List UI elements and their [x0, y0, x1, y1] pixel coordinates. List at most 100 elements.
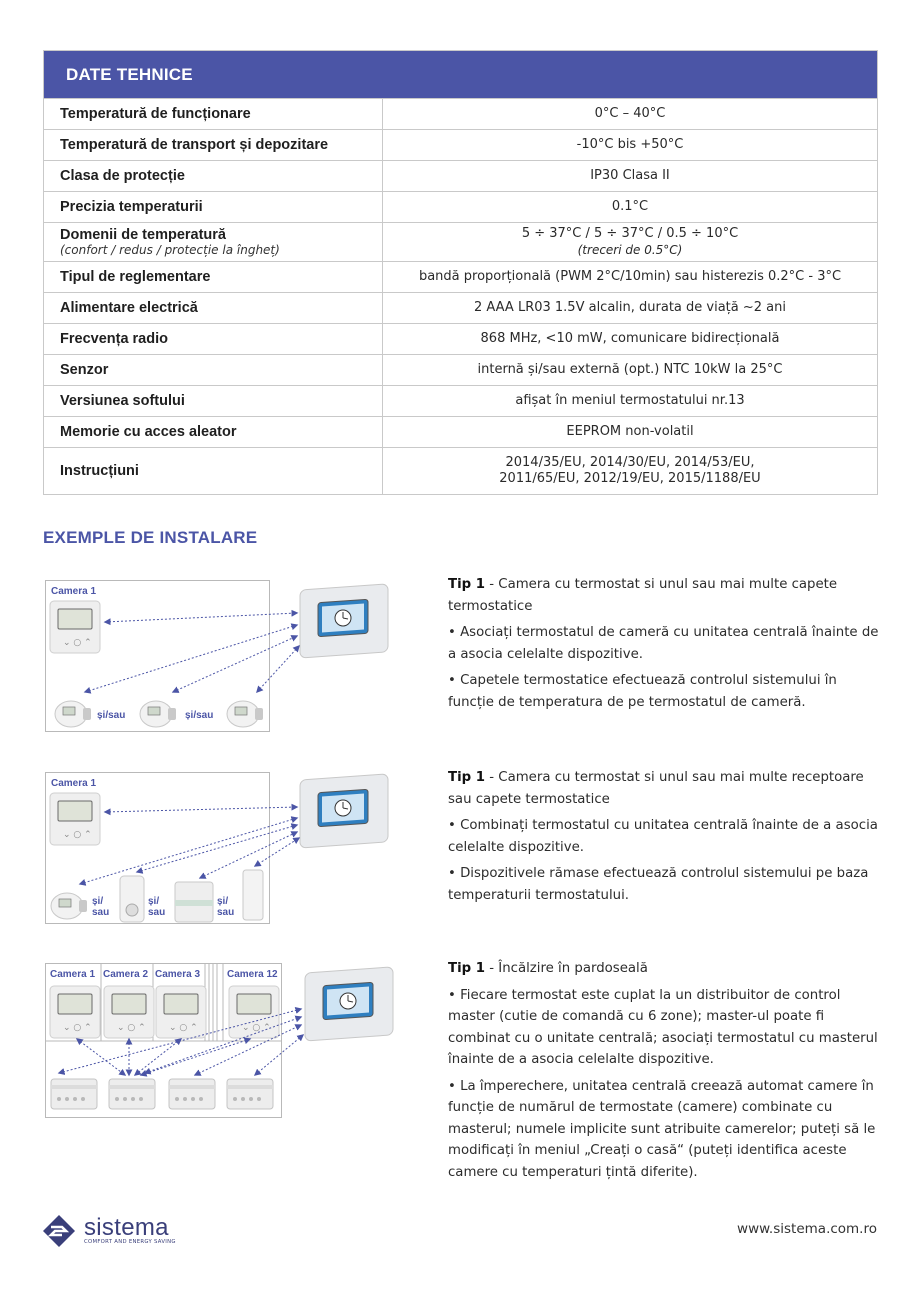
- diagram-drawing: [49, 583, 389, 728]
- installation-diagram-2: Camera 1 și/ sau și/ sau și/ s: [45, 772, 395, 927]
- room-thermostat-icon: [49, 600, 101, 654]
- and-or-label-top: și/: [217, 896, 229, 907]
- diagram-drawing: [45, 963, 394, 1110]
- room-label: Camera 12: [227, 969, 278, 980]
- row-key: Alimentare electrică: [44, 293, 383, 323]
- table-row: Precizia temperaturii 0.1°C: [44, 191, 877, 222]
- example-heading: Tip 1 - Camera cu termostat si unul sau …: [448, 574, 880, 617]
- row-value: IP30 Clasa II: [590, 168, 670, 183]
- table-row: Tipul de reglementare bandă proporțional…: [44, 261, 877, 292]
- row-key: Temperatură de transport și depozitare: [44, 130, 383, 160]
- heading-text: - Camera cu termostat si unul sau mai mu…: [448, 577, 838, 614]
- and-or-label: și/ sau: [92, 896, 109, 918]
- table-row: Senzor internă și/sau externă (opt.) NTC…: [44, 354, 877, 385]
- table-row: Clasa de protecție IP30 Clasa II: [44, 160, 877, 191]
- and-or-label: și/ sau: [217, 896, 234, 918]
- brand-mark-icon: [43, 1215, 75, 1247]
- example-description-2: Tip 1 - Camera cu termostat si unul sau …: [448, 767, 880, 911]
- manifold-icon: [226, 1078, 274, 1110]
- and-or-label-bottom: sau: [217, 907, 235, 918]
- and-or-label-bottom: sau: [148, 907, 166, 918]
- and-or-label: și/sau: [97, 710, 126, 721]
- plug-receiver-icon: [119, 875, 145, 923]
- brand-name: sistema: [84, 1214, 169, 1241]
- example-heading: Tip 1 - Încălzire în pardoseală: [448, 958, 880, 980]
- website-link[interactable]: www.sistema.com.ro: [737, 1221, 877, 1237]
- brand-logo: sistema COMFORT AND ENERGY SAVING: [42, 1214, 176, 1248]
- wall-receiver-icon: [242, 869, 264, 921]
- technical-data-table: DATE TEHNICE Temperatură de funcționare …: [43, 50, 878, 495]
- thermostatic-head-icon: [50, 892, 88, 920]
- room-label: Camera 2: [103, 969, 149, 980]
- central-unit-icon: [299, 773, 389, 849]
- row-value-note: (treceri de 0.5°C): [577, 243, 683, 257]
- room-label: Camera 3: [155, 969, 201, 980]
- row-value: afișat în meniul termostatului nr.13: [515, 393, 745, 408]
- room-label: Camera 1: [51, 586, 97, 597]
- room-thermostat-icon: [103, 985, 155, 1039]
- table-row: Frecvența radio 868 MHz, <10 mW, comunic…: [44, 323, 877, 354]
- installation-diagram-3: Camera 1 Camera 2 Camera 3 Camera 12: [45, 963, 395, 1121]
- example-description-1: Tip 1 - Camera cu termostat si unul sau …: [448, 574, 880, 718]
- row-value: 2014/35/EU, 2014/30/EU, 2014/53/EU,: [505, 455, 755, 470]
- row-value: EEPROM non-volatil: [566, 424, 694, 439]
- table-title: DATE TEHNICE: [44, 51, 877, 98]
- type-label: Tip 1: [448, 770, 486, 785]
- thermostatic-head-icon: [54, 700, 92, 728]
- row-value-cell: 5 ÷ 37°C / 5 ÷ 37°C / 0.5 ÷ 10°C (trecer…: [383, 223, 877, 261]
- row-value: 2 AAA LR03 1.5V alcalin, durata de viață…: [474, 300, 786, 315]
- room-label: Camera 1: [51, 778, 97, 789]
- type-label: Tip 1: [448, 577, 486, 592]
- table-row: Memorie cu acces aleator EEPROM non-vola…: [44, 416, 877, 447]
- room-label: Camera 1: [50, 969, 96, 980]
- and-or-label: și/sau: [185, 710, 214, 721]
- row-value-line2: 2011/65/EU, 2012/19/EU, 2015/1188/EU: [499, 471, 761, 486]
- and-or-label-top: și/: [92, 896, 104, 907]
- row-key: Memorie cu acces aleator: [44, 417, 383, 447]
- room-thermostat-icon: [49, 792, 101, 846]
- table-row: Versiunea softului afișat în meniul term…: [44, 385, 877, 416]
- manifold-icon: [168, 1078, 216, 1110]
- and-or-label-bottom: sau: [92, 907, 110, 918]
- row-key: Precizia temperaturii: [44, 192, 383, 222]
- bullet: • Combinați termostatul cu unitatea cent…: [448, 818, 878, 855]
- row-value: internă și/sau externă (opt.) NTC 10kW l…: [477, 362, 783, 377]
- central-unit-icon: [299, 583, 389, 659]
- receiver-box-icon: [174, 881, 214, 923]
- row-key: Frecvența radio: [44, 324, 383, 354]
- row-key: Senzor: [44, 355, 383, 385]
- heading-text: - Încălzire în pardoseală: [485, 961, 648, 976]
- table-row: Alimentare electrică 2 AAA LR03 1.5V alc…: [44, 292, 877, 323]
- row-key: Instrucțiuni: [44, 448, 383, 494]
- row-key: Temperatură de funcționare: [44, 99, 383, 129]
- section-title: EXEMPLE DE INSTALARE: [43, 528, 258, 547]
- row-value: -10°C bis +50°C: [576, 137, 684, 152]
- row-key: Tipul de reglementare: [44, 262, 383, 292]
- row-key-note: (confort / redus / protecție la îngheț): [60, 243, 280, 257]
- row-value: 0.1°C: [611, 199, 649, 214]
- manifold-icon: [108, 1078, 156, 1110]
- row-value: 5 ÷ 37°C / 5 ÷ 37°C / 0.5 ÷ 10°C: [521, 226, 739, 241]
- row-key: Clasa de protecție: [44, 161, 383, 191]
- bullet: • Capetele termostatice efectuează contr…: [448, 673, 837, 710]
- table-row: Temperatură de funcționare 0°C – 40°C: [44, 98, 877, 129]
- bullet: • Asociați termostatul de cameră cu unit…: [448, 625, 879, 662]
- heading-text: - Camera cu termostat si unul sau mai mu…: [448, 770, 864, 807]
- type-label: Tip 1: [448, 961, 486, 976]
- installation-diagram-1: Camera 1 și/sau și/sau: [45, 580, 395, 735]
- row-value: 0°C – 40°C: [594, 106, 666, 121]
- example-heading: Tip 1 - Camera cu termostat si unul sau …: [448, 767, 880, 810]
- thermostatic-head-icon: [226, 700, 264, 728]
- room-thermostat-icon: [155, 985, 207, 1039]
- row-value: bandă proporțională (PWM 2°C/10min) sau …: [418, 269, 842, 284]
- bullet: • Fiecare termostat este cuplat la un di…: [448, 987, 878, 1068]
- row-key: Versiunea softului: [44, 386, 383, 416]
- manifold-icon: [50, 1078, 98, 1110]
- thermostatic-head-icon: [139, 700, 177, 728]
- central-unit-icon: [304, 966, 394, 1042]
- row-key: Domenii de temperatură: [60, 227, 226, 243]
- bullet: • La împerechere, unitatea centrală cree…: [448, 1078, 876, 1180]
- room-thermostat-icon: [49, 985, 101, 1039]
- brand-tagline: COMFORT AND ENERGY SAVING: [84, 1239, 176, 1245]
- row-value: 868 MHz, <10 mW, comunicare bidirecționa…: [480, 331, 780, 346]
